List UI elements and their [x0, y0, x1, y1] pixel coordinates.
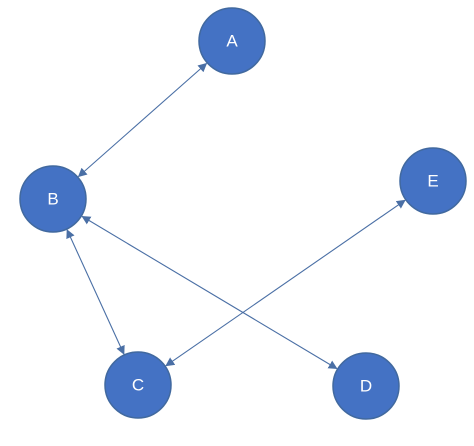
node-label-e: E — [427, 171, 438, 190]
edge-b-c — [66, 229, 125, 355]
edges-layer — [66, 62, 406, 370]
node-circle-a — [198, 7, 266, 75]
node-circle-b — [19, 165, 87, 233]
node-c: C — [104, 351, 172, 419]
node-circle-e — [399, 147, 467, 215]
node-label-b: B — [47, 189, 58, 208]
node-d: D — [332, 352, 400, 420]
node-label-c: C — [132, 375, 144, 394]
edge-a-b — [77, 62, 208, 178]
node-label-d: D — [360, 376, 372, 395]
node-a: A — [198, 7, 266, 75]
edge-e-c — [165, 199, 406, 367]
nodes-layer: A B C D E — [19, 7, 467, 420]
node-circle-d — [332, 352, 400, 420]
node-label-a: A — [226, 31, 238, 50]
node-e: E — [399, 147, 467, 215]
node-b: B — [19, 165, 87, 233]
node-circle-c — [104, 351, 172, 419]
